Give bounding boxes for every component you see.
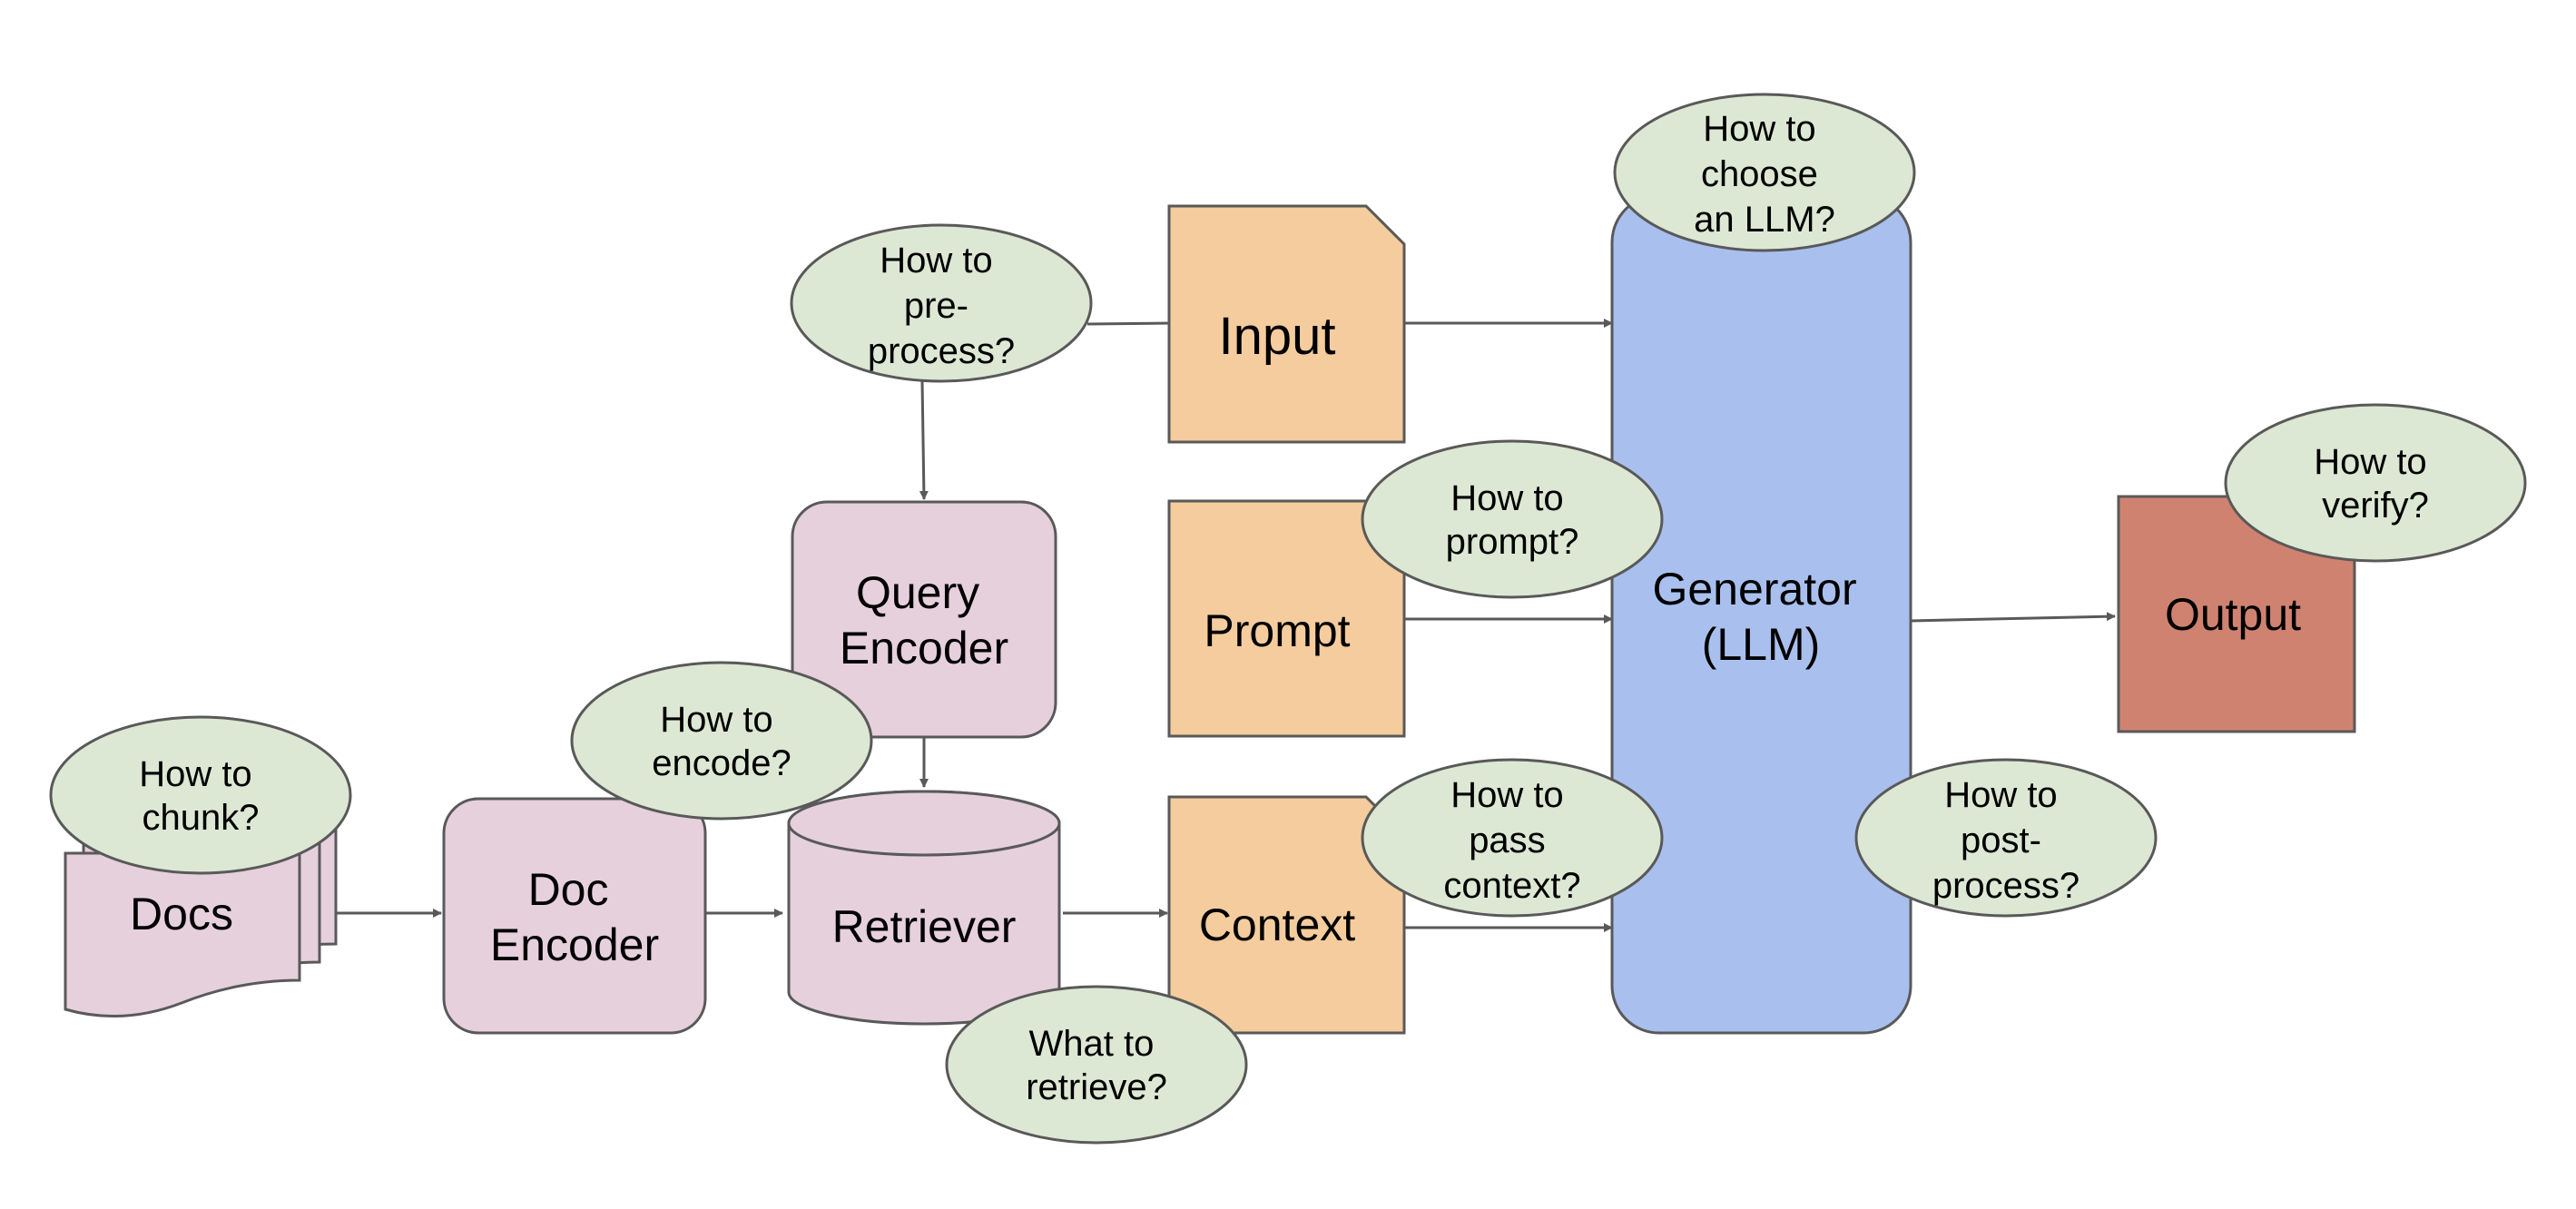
question-bubble-verify: How to verify? [2224,403,2527,563]
prompt-node: Prompt [1167,499,1406,738]
question-pass-context-line-1: How to [1450,775,1564,815]
edge-preprocess-to-query-encoder [919,380,929,500]
question-postprocess-line-1: How to [1944,775,2058,815]
output-label: Output [2165,589,2301,640]
question-encode-line-1: How to [660,700,773,740]
edges [336,319,2116,932]
generator-label-line-1: Generator [1652,564,1856,614]
retriever-cylinder-top [787,790,1061,857]
question-bubble-choose-llm-text: How to choose an LLM? [1694,109,1835,240]
docs-label: Docs [130,889,233,939]
context-label: Context [1199,899,1355,950]
input-label: Input [1219,307,1336,366]
question-choose-llm-line-1: How to [1703,109,1816,149]
question-encode-line-2: encode? [652,743,791,783]
input-node: Input [1167,204,1406,444]
input-box [1167,204,1406,444]
question-bubble-postprocess-text: How to post- process? [1932,775,2079,906]
question-pass-context-line-2: pass [1469,821,1546,860]
question-verify-line-2: verify? [2322,486,2429,526]
question-bubble-retrieve-text: What to retrieve? [1026,1024,1167,1107]
doc-encoder-box [442,797,707,1035]
query-encoder-label-line-1: Query [856,567,979,618]
question-choose-llm-line-2: choose [1701,154,1818,194]
question-bubble-encode-text: How to encode? [652,700,791,783]
question-prompt-line-1: How to [1450,478,1564,518]
question-bubble-verify-text: How to verify? [2314,442,2437,526]
generator-label: Generator (LLM) [1652,564,1869,670]
question-postprocess-line-2: post- [1961,821,2041,860]
retriever-node: Retriever [787,790,1061,1026]
question-chunk-line-2: chunk? [143,798,260,838]
question-prompt-line-2: prompt? [1446,522,1579,562]
question-bubble-choose-llm: How to choose an LLM? [1613,93,1916,252]
query-encoder-label-line-2: Encoder [840,623,1008,673]
question-bubble-prompt-shape [1361,439,1664,599]
retriever-label: Retriever [832,901,1017,952]
question-bubble-chunk-text: How to chunk? [139,754,262,838]
question-preprocess-line-2: pre- [904,286,968,326]
doc-encoder-label-line-2: Encoder [490,919,659,970]
prompt-label: Prompt [1204,605,1350,656]
question-bubble-verify-shape [2224,403,2527,563]
question-bubble-preprocess: How to pre- process? [790,223,1093,383]
question-bubble-preprocess-text: How to pre- process? [868,241,1015,371]
question-retrieve-line-2: retrieve? [1026,1067,1167,1107]
prompt-box [1167,499,1406,738]
doc-encoder-label-line-1: Doc [528,864,609,915]
question-preprocess-line-3: process? [868,331,1015,371]
question-bubble-chunk: How to chunk? [49,715,352,875]
doc-encoder-node: Doc Encoder [442,797,707,1035]
docs-node: Docs [64,815,338,1018]
generator-node: Generator (LLM) [1610,193,1912,1035]
question-chunk-line-1: How to [139,754,252,794]
question-bubble-postprocess: How to post- process? [1854,758,2158,918]
doc-encoder-label: Doc Encoder [490,864,659,970]
question-choose-llm-line-3: an LLM? [1694,200,1835,240]
context-box [1167,795,1406,1035]
question-bubble-pass-context-shape [1361,758,1664,918]
query-encoder-node: Query Encoder [791,500,1057,739]
question-bubble-pass-context: How to pass context? [1361,758,1664,918]
question-bubble-prompt: How to prompt? [1361,439,1664,599]
question-bubble-retrieve: What to retrieve? [945,985,1248,1145]
generator-label-line-2: (LLM) [1702,619,1821,670]
docs-page-front [64,851,301,1018]
question-retrieve-line-1: What to [1029,1024,1155,1064]
edge-preprocess-to-input [1086,321,1172,326]
question-bubble-retrieve-shape [945,985,1248,1145]
question-bubble-pass-context-text: How to pass context? [1443,775,1580,906]
question-bubble-chunk-shape [49,715,352,875]
query-encoder-box [791,500,1057,739]
question-pass-context-line-3: context? [1443,866,1580,906]
question-postprocess-line-3: process? [1932,866,2079,906]
question-bubble-encode-shape [570,661,873,821]
question-bubble-preprocess-shape [790,223,1093,383]
question-bubble-choose-llm-shape [1613,93,1916,252]
question-bubble-encode: How to encode? [570,661,873,821]
question-preprocess-line-1: How to [880,241,993,280]
question-bubble-prompt-text: How to prompt? [1446,478,1579,562]
context-node: Context [1167,795,1406,1035]
edge-generator-to-output [1910,612,2116,623]
question-verify-line-1: How to [2314,442,2427,482]
query-encoder-label: Query Encoder [840,567,1008,673]
question-bubble-postprocess-shape [1854,758,2158,918]
